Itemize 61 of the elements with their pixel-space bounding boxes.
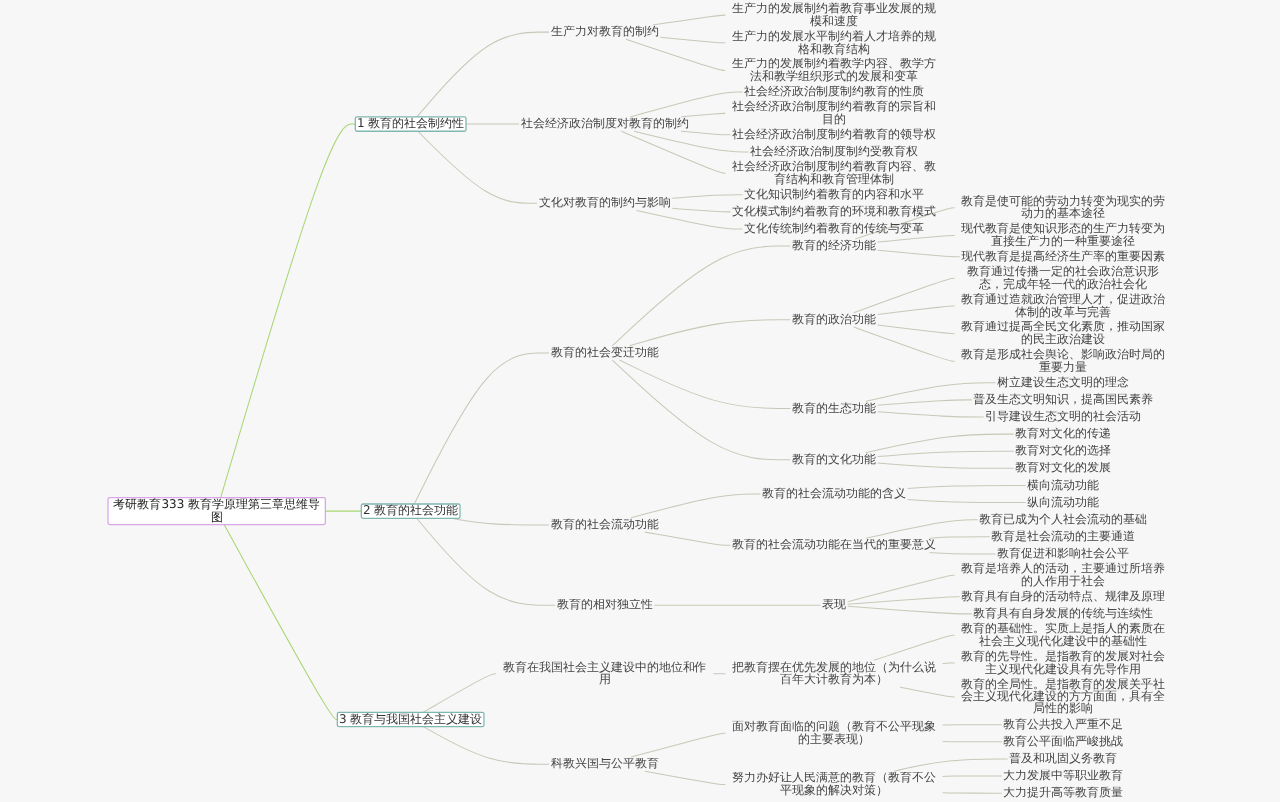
connector [220, 123, 356, 499]
connector [873, 634, 956, 661]
connector [847, 596, 961, 605]
connector [865, 382, 997, 402]
connector [847, 574, 956, 603]
connector [877, 462, 1015, 469]
connector [893, 758, 1009, 772]
connector [422, 673, 497, 713]
connector [644, 770, 726, 786]
connector [854, 207, 956, 240]
connector [907, 499, 1027, 504]
connector [416, 31, 550, 118]
connector [618, 359, 791, 409]
connector [417, 130, 538, 204]
connector [942, 662, 956, 665]
connector [611, 359, 791, 461]
connector [416, 517, 556, 606]
connector [629, 91, 743, 118]
connector [929, 536, 991, 539]
connector [877, 305, 956, 316]
connector [847, 605, 973, 615]
connector [625, 38, 726, 72]
connector [877, 324, 956, 335]
connector [877, 411, 985, 418]
connector [659, 36, 726, 44]
connector [633, 130, 749, 153]
connector [451, 517, 550, 526]
connector [680, 130, 731, 136]
connector [865, 519, 979, 539]
connector [620, 130, 726, 174]
connector [628, 319, 791, 347]
connector [422, 726, 550, 765]
connector [611, 245, 791, 347]
connector [899, 686, 956, 698]
connector [877, 234, 956, 243]
connector [465, 123, 520, 125]
connector [942, 775, 1003, 777]
connector [630, 732, 726, 758]
connector [671, 194, 743, 199]
connector [929, 552, 997, 555]
connector [223, 524, 338, 721]
connector [877, 249, 961, 258]
connector [865, 433, 1015, 454]
connector [942, 724, 1003, 726]
connector [630, 493, 761, 519]
connector [877, 399, 973, 406]
connector [652, 14, 726, 26]
connector [942, 792, 1003, 794]
connector [413, 352, 550, 505]
connector [324, 510, 362, 512]
connector [680, 112, 726, 118]
connector [853, 326, 956, 362]
connector [907, 484, 1027, 490]
connector [671, 207, 731, 213]
connector [877, 450, 1015, 458]
connector [636, 209, 743, 230]
connector [712, 673, 726, 675]
connector [653, 604, 821, 606]
connector [853, 277, 956, 314]
connector [942, 740, 1003, 743]
connector [644, 531, 731, 546]
